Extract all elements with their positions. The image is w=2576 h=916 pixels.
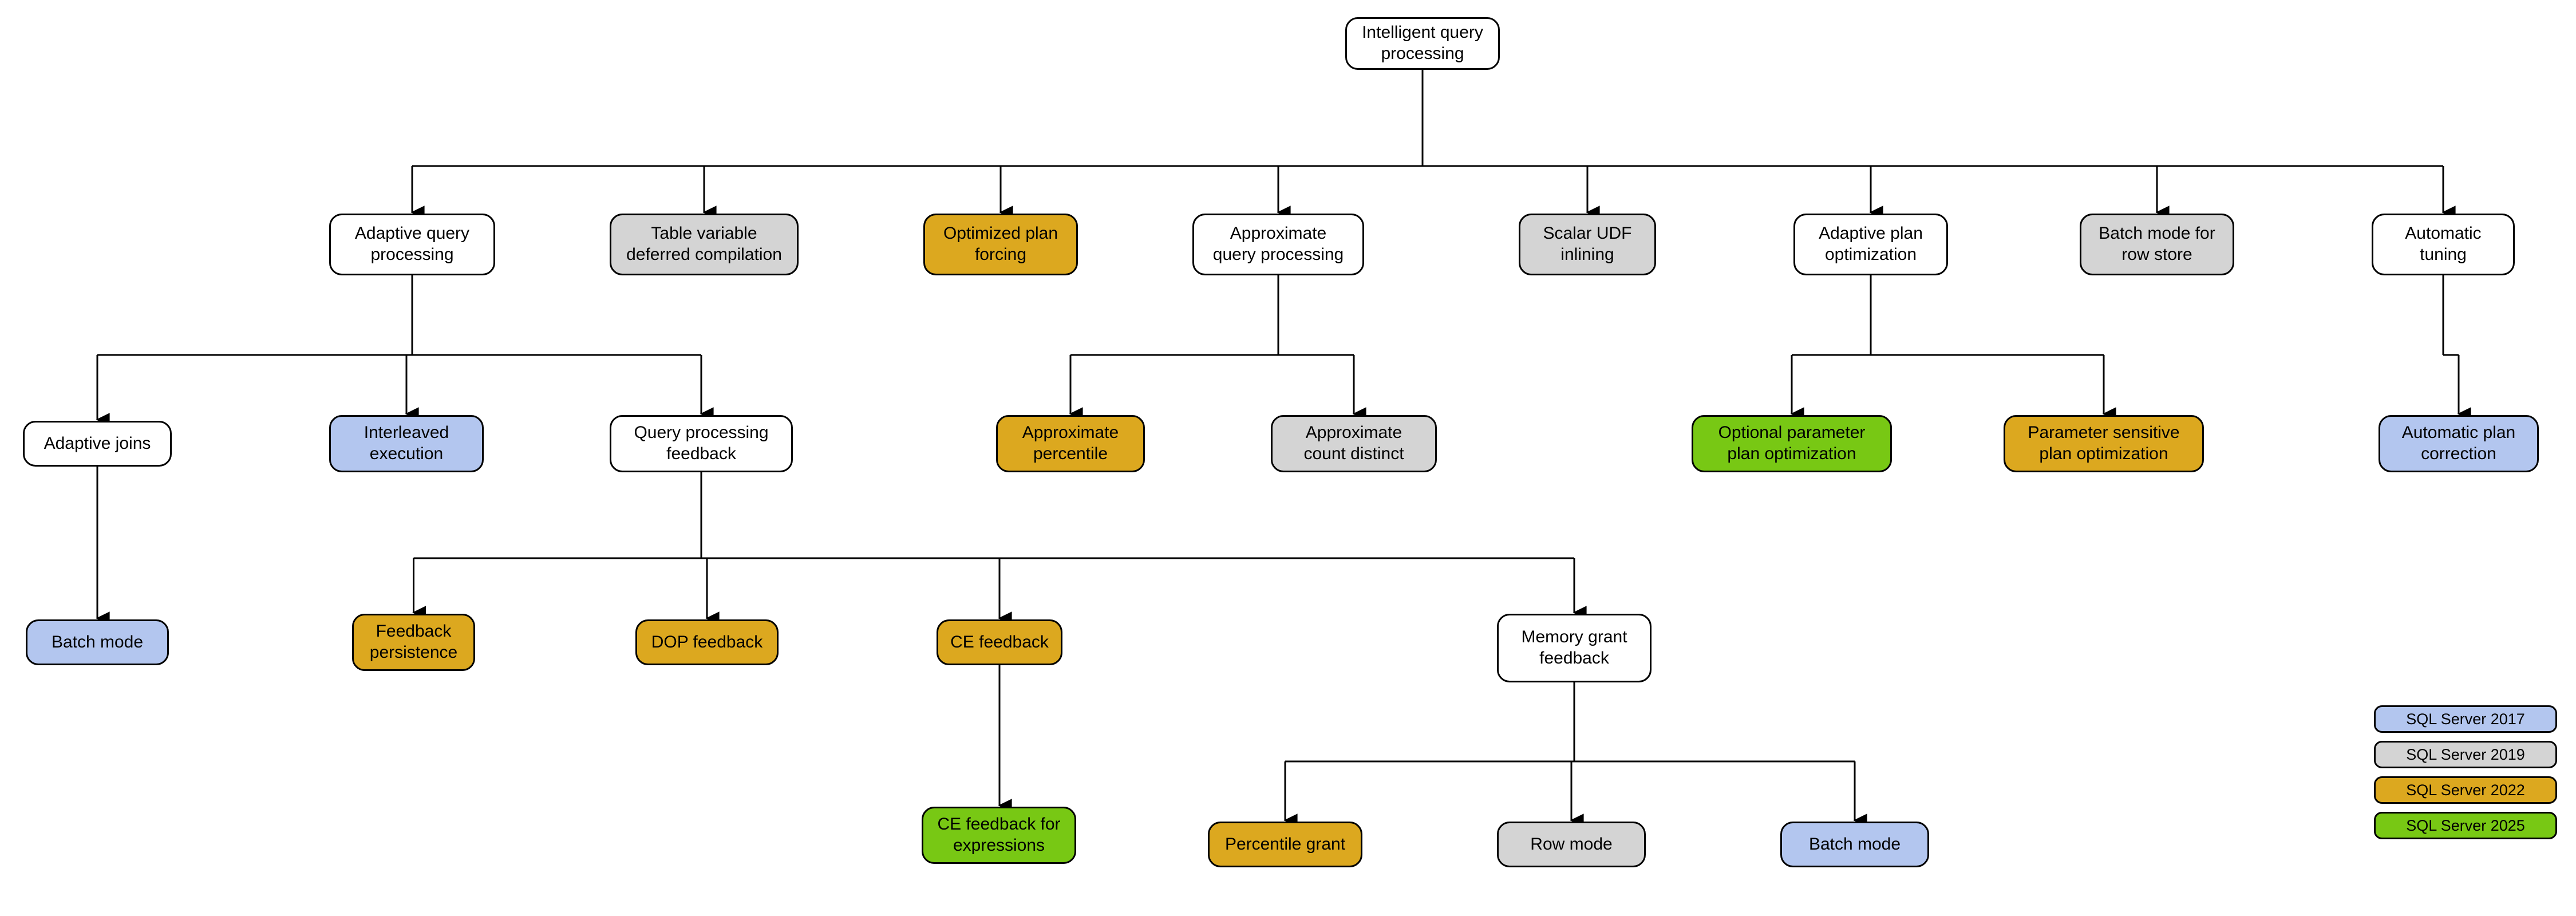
node-batch-mode-mgf[interactable]: Batch mode xyxy=(1780,822,1929,867)
node-row-mode[interactable]: Row mode xyxy=(1497,822,1646,867)
node-approx-pct[interactable]: Approximate percentile xyxy=(996,415,1145,472)
node-autotune[interactable]: Automatic tuning xyxy=(2372,214,2515,275)
node-pct-grant[interactable]: Percentile grant xyxy=(1208,822,1362,867)
node-tvdc[interactable]: Table variable deferred compilation xyxy=(610,214,799,275)
node-oppo[interactable]: Optional parameter plan optimization xyxy=(1692,415,1892,472)
node-mgf[interactable]: Memory grant feedback xyxy=(1497,614,1652,682)
node-interleaved[interactable]: Interleaved execution xyxy=(329,415,484,472)
node-approx-cd[interactable]: Approximate count distinct xyxy=(1271,415,1437,472)
node-opf[interactable]: Optimized plan forcing xyxy=(923,214,1078,275)
legend-item-sql-server-2022: SQL Server 2022 xyxy=(2374,776,2557,804)
node-iqp[interactable]: Intelligent query processing xyxy=(1345,17,1500,70)
node-pspo[interactable]: Parameter sensitive plan optimization xyxy=(2004,415,2204,472)
node-feedback-persist[interactable]: Feedback persistence xyxy=(352,614,475,671)
node-qpf[interactable]: Query processing feedback xyxy=(610,415,793,472)
node-apc[interactable]: Automatic plan correction xyxy=(2379,415,2539,472)
node-ce-feedback[interactable]: CE feedback xyxy=(937,619,1062,665)
legend-item-sql-server-2019: SQL Server 2019 xyxy=(2374,741,2557,768)
node-udf[interactable]: Scalar UDF inlining xyxy=(1519,214,1656,275)
node-approx[interactable]: Approximate query processing xyxy=(1192,214,1364,275)
edge-paths xyxy=(96,70,2471,827)
legend-item-sql-server-2025: SQL Server 2025 xyxy=(2374,812,2557,839)
node-aqp[interactable]: Adaptive query processing xyxy=(329,214,495,275)
node-apo[interactable]: Adaptive plan optimization xyxy=(1793,214,1948,275)
node-adaptive-joins[interactable]: Adaptive joins xyxy=(23,421,172,467)
node-dop-feedback[interactable]: DOP feedback xyxy=(635,619,779,665)
node-batch-mode-aj[interactable]: Batch mode xyxy=(26,619,169,665)
legend-item-sql-server-2017: SQL Server 2017 xyxy=(2374,705,2557,733)
node-bmrs[interactable]: Batch mode for row store xyxy=(2080,214,2234,275)
node-ce-expr[interactable]: CE feedback for expressions xyxy=(922,807,1076,864)
